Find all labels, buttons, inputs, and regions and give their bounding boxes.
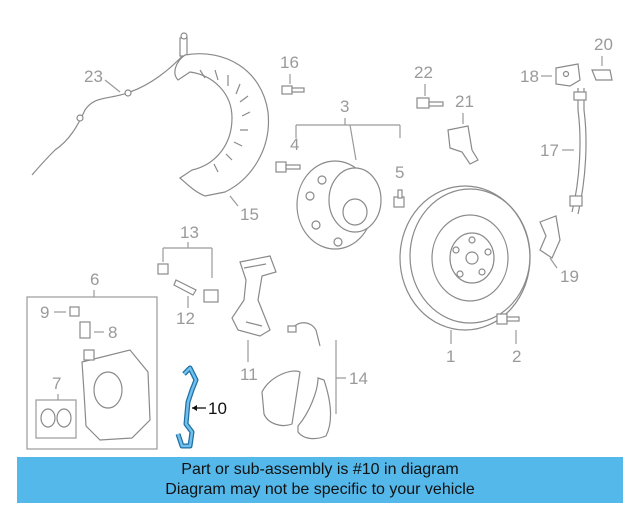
- callout-22: 22: [414, 63, 433, 82]
- callout-5: 5: [395, 163, 404, 182]
- part-1-brake-rotor: [399, 185, 531, 331]
- bracket-14: [335, 340, 346, 414]
- part-15-splash-shield: [174, 53, 270, 197]
- leader-15: [229, 195, 239, 207]
- part-21-bracket: [447, 125, 479, 165]
- bracket-3: [295, 118, 401, 161]
- hub-assembly: [296, 160, 382, 250]
- callout-14: 14: [349, 369, 368, 388]
- part-8-bleeder-screw: [79, 321, 91, 339]
- parts-diagram: 23 15 16 3 4 5 22: [26, 32, 613, 450]
- part-14-brake-pads: [261, 322, 332, 440]
- part-7-seal-kit: [40, 408, 72, 428]
- leader-19: [549, 257, 558, 269]
- part-6-caliper: [81, 349, 151, 441]
- callout-9: 9: [40, 303, 49, 322]
- callout-3: 3: [340, 97, 349, 116]
- part-12-guide-pin: [157, 263, 219, 303]
- callout-1: 1: [446, 347, 455, 366]
- callout-20: 20: [594, 35, 613, 54]
- callout-17: 17: [540, 141, 559, 160]
- callout-6: 6: [90, 270, 99, 289]
- callout-15: 15: [240, 205, 259, 224]
- part-5-bolt: [393, 189, 405, 208]
- callout-12: 12: [176, 309, 195, 328]
- seal-kit-box: [35, 399, 77, 439]
- banner-line-1: Part or sub-assembly is #10 in diagram: [181, 461, 459, 478]
- callout-2: 2: [512, 347, 521, 366]
- callout-11: 11: [240, 365, 258, 384]
- caliper-detail-box: [26, 296, 158, 450]
- callout-10: 10: [208, 399, 227, 418]
- part-18-bracket: [555, 63, 581, 87]
- callout-13: 13: [180, 223, 199, 242]
- part-9-bleeder-cap: [69, 306, 80, 317]
- part-2-bolt: [496, 313, 520, 325]
- part-20-clip: [591, 69, 613, 81]
- banner-line-2: Diagram may not be specific to your vehi…: [165, 481, 475, 498]
- callout-18: 18: [520, 67, 539, 86]
- part-23-sensor-cable: [31, 32, 188, 176]
- callout-21: 21: [455, 92, 474, 111]
- callout-16: 16: [280, 53, 299, 72]
- bracket-13: [162, 242, 213, 278]
- part-11-caliper-bracket: [231, 255, 277, 337]
- part-19-bracket: [539, 215, 561, 259]
- info-banner: Part or sub-assembly is #10 in diagram D…: [17, 457, 623, 503]
- part-16-bolt: [281, 85, 305, 95]
- part-4-bolt: [275, 161, 301, 173]
- callout-19: 19: [560, 267, 579, 286]
- leader-10-arrow: [192, 405, 197, 411]
- callout-8: 8: [108, 323, 117, 342]
- callout-23: 23: [84, 67, 103, 86]
- part-10-anti-rattle-spring: [175, 365, 199, 449]
- callout-4: 4: [290, 135, 299, 154]
- part-17-brake-hose: [569, 88, 587, 215]
- part-22-bolt: [416, 97, 444, 109]
- leader-23: [104, 79, 121, 93]
- callout-7: 7: [52, 374, 61, 393]
